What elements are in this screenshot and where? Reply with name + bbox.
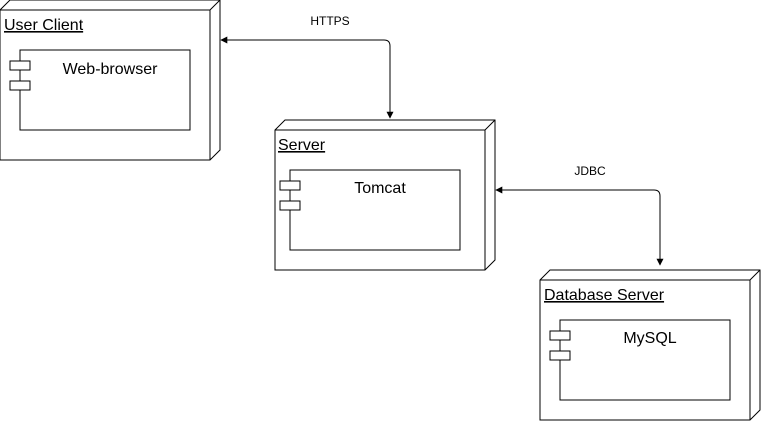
component-web-browser[interactable]: Web-browser xyxy=(9,49,191,131)
component-port-icon xyxy=(279,180,301,191)
connection-label-https: HTTPS xyxy=(310,14,349,28)
node-title-database-server: Database Server xyxy=(544,287,665,304)
component-mysql[interactable]: MySQL xyxy=(549,319,731,401)
connection-jdbc[interactable]: JDBC xyxy=(495,164,664,266)
component-port-icon xyxy=(549,350,571,361)
component-label-web-browser: Web-browser xyxy=(63,61,159,78)
component-port-icon xyxy=(549,330,571,341)
node-title-server: Server xyxy=(278,137,326,154)
connection-https[interactable]: HTTPS xyxy=(220,14,394,119)
component-port-icon xyxy=(9,60,31,71)
component-tomcat[interactable]: Tomcat xyxy=(279,169,461,251)
node-title-user-client: User Client xyxy=(4,17,84,34)
component-label-mysql: MySQL xyxy=(623,330,676,347)
node-database-server[interactable]: Database Server MySQL xyxy=(539,269,761,421)
connection-label-jdbc: JDBC xyxy=(574,164,606,178)
node-server[interactable]: Server Tomcat xyxy=(274,119,496,271)
node-user-client[interactable]: User Client Web-browser xyxy=(0,0,221,161)
component-label-tomcat: Tomcat xyxy=(354,180,406,197)
component-port-icon xyxy=(9,80,31,91)
component-port-icon xyxy=(279,200,301,211)
